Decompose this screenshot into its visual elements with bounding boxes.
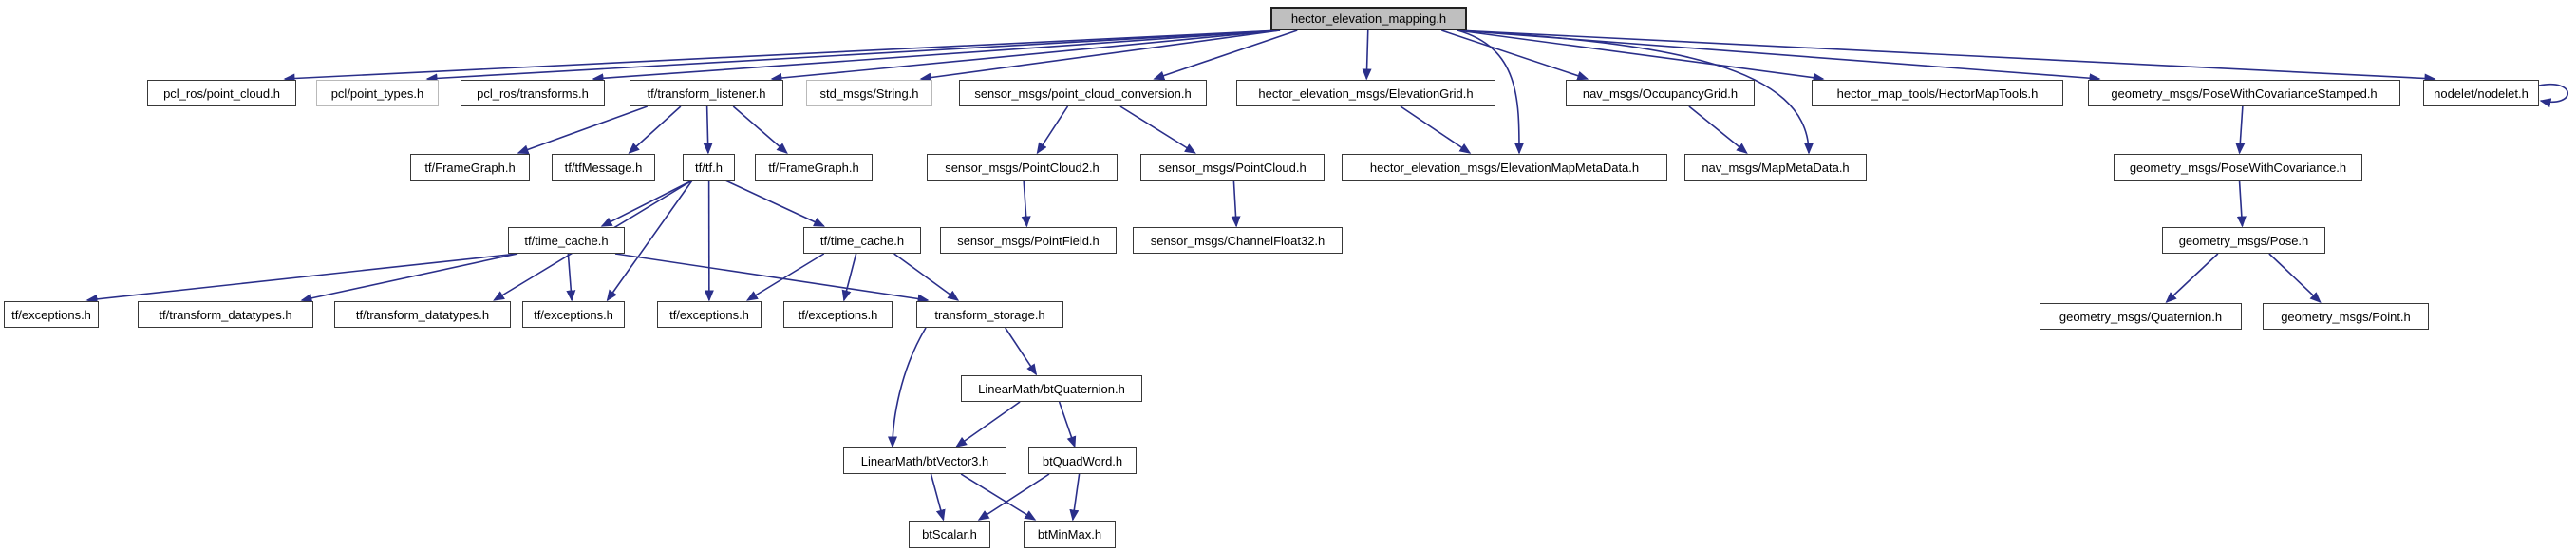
graph-node-pose[interactable]: geometry_msgs/Pose.h (2162, 227, 2325, 254)
graph-node-tf-tf[interactable]: tf/tf.h (683, 154, 735, 181)
graph-node-bt-quadword[interactable]: btQuadWord.h (1028, 447, 1137, 474)
graph-node-main: hector_elevation_mapping.h (1270, 7, 1467, 30)
graph-node-point-cloud[interactable]: sensor_msgs/PointCloud.h (1140, 154, 1325, 181)
include-edge-bt_quaternion-to-bt_quadword (1058, 401, 1077, 448)
include-edge-pose-to-point (2268, 253, 2322, 304)
include-edge-time_cache_a-to-storage (614, 253, 930, 304)
graph-node-point[interactable]: geometry_msgs/Point.h (2263, 303, 2429, 330)
graph-node-bt-quaternion[interactable]: LinearMath/btQuaternion.h (961, 375, 1142, 402)
graph-node-pc-conversion[interactable]: sensor_msgs/point_cloud_conversion.h (959, 80, 1207, 106)
graph-node-time-cache-a[interactable]: tf/time_cache.h (508, 227, 625, 254)
include-edge-tf_transform_listener-to-tf_message (628, 105, 682, 155)
graph-node-pcl-point-cloud[interactable]: pcl_ros/point_cloud.h (147, 80, 296, 106)
include-edge-main-to-elevation_map_meta (1457, 29, 1524, 155)
include-edge-pose_with_cov-to-pose (2236, 180, 2247, 228)
graph-node-exceptions-c[interactable]: tf/exceptions.h (657, 301, 762, 328)
include-edge-main-to-nodelet (1457, 29, 2436, 84)
include-edge-time_cache_a-to-datatypes_a (300, 253, 518, 303)
include-edge-point_cloud-to-channel_float32 (1231, 180, 1241, 228)
graph-node-exceptions-d[interactable]: tf/exceptions.h (783, 301, 893, 328)
include-edge-pc_conversion-to-point_cloud (1119, 105, 1196, 154)
graph-node-std-msgs-string[interactable]: std_msgs/String.h (806, 80, 932, 106)
include-edge-bt_quadword-to-bt_scalar (977, 473, 1050, 521)
include-edge-pose_with_cov_stamped-to-pose_with_cov (2235, 105, 2246, 155)
graph-node-bt-minmax[interactable]: btMinMax.h (1024, 521, 1116, 548)
graph-node-hector-map-tools[interactable]: hector_map_tools/HectorMapTools.h (1812, 80, 2063, 106)
graph-node-tf-transform-listener[interactable]: tf/transform_listener.h (630, 80, 783, 106)
include-edge-main-to-pcl_transforms (592, 29, 1281, 84)
include-edge-bt_quadword-to-bt_minmax (1069, 473, 1081, 522)
include-edge-main-to-tf_transform_listener (770, 29, 1281, 83)
graph-node-frame-graph-a[interactable]: tf/FrameGraph.h (410, 154, 530, 181)
graph-node-occupancy-grid[interactable]: nav_msgs/OccupancyGrid.h (1566, 80, 1755, 106)
include-edge-occupancy_grid-to-map_meta (1688, 105, 1748, 154)
include-edge-time_cache_b-to-storage (893, 253, 960, 301)
graph-node-map-meta[interactable]: nav_msgs/MapMetaData.h (1684, 154, 1867, 181)
graph-node-quaternion[interactable]: geometry_msgs/Quaternion.h (2040, 303, 2242, 330)
include-edge-time_cache_a-to-exceptions_a (85, 253, 518, 304)
graph-node-storage[interactable]: transform_storage.h (916, 301, 1063, 328)
include-edge-bt_vector3-to-bt_scalar (930, 473, 946, 522)
graph-node-point-cloud2[interactable]: sensor_msgs/PointCloud2.h (927, 154, 1118, 181)
include-edge-elevation_grid-to-elevation_map_meta (1400, 105, 1472, 154)
include-edge-tf_tf-to-time_cache_b (724, 180, 825, 227)
include-edge-bt_vector3-to-bt_minmax (960, 473, 1037, 521)
graph-node-time-cache-b[interactable]: tf/time_cache.h (803, 227, 921, 254)
graph-node-elevation-map-meta[interactable]: hector_elevation_msgs/ElevationMapMetaDa… (1342, 154, 1667, 181)
graph-node-bt-scalar[interactable]: btScalar.h (909, 521, 990, 548)
graph-node-exceptions-a[interactable]: tf/exceptions.h (4, 301, 99, 328)
graph-node-elevation-grid[interactable]: hector_elevation_msgs/ElevationGrid.h (1236, 80, 1495, 106)
include-edge-main-to-occupancy_grid (1440, 29, 1589, 81)
include-edge-main-to-pcl_point_types (425, 29, 1281, 84)
graph-node-datatypes-b[interactable]: tf/transform_datatypes.h (334, 301, 511, 328)
include-edge-main-to-elevation_grid (1362, 29, 1372, 81)
include-edge-time_cache_b-to-exceptions_d (841, 253, 857, 302)
graph-node-point-field[interactable]: sensor_msgs/PointField.h (940, 227, 1117, 254)
include-edge-storage-to-bt_vector3 (888, 327, 927, 448)
include-edge-pose-to-quaternion (2165, 253, 2219, 304)
graph-node-pcl-transforms[interactable]: pcl_ros/transforms.h (461, 80, 605, 106)
graph-node-pcl-point-types[interactable]: pcl/point_types.h (316, 80, 439, 106)
include-edge-bt_quaternion-to-bt_vector3 (955, 401, 1021, 447)
include-edge-main-to-pcl_point_cloud (283, 29, 1281, 84)
graph-node-exceptions-b[interactable]: tf/exceptions.h (522, 301, 625, 328)
include-edge-tf_transform_listener-to-frame_graph_a (517, 105, 649, 155)
graph-node-bt-vector3[interactable]: LinearMath/btVector3.h (843, 447, 1006, 474)
include-edge-main-to-hector_map_tools (1457, 29, 1825, 83)
include-edge-main-to-std_msgs_string (919, 29, 1281, 83)
graph-node-pose-with-cov[interactable]: geometry_msgs/PoseWithCovariance.h (2114, 154, 2362, 181)
graph-node-frame-graph-b[interactable]: tf/FrameGraph.h (755, 154, 873, 181)
include-edge-time_cache_b-to-exceptions_c (745, 253, 825, 301)
include-edge-main-to-map_meta (1457, 29, 1814, 155)
graph-node-channel-float32[interactable]: sensor_msgs/ChannelFloat32.h (1133, 227, 1343, 254)
include-edge-pc_conversion-to-point_cloud2 (1036, 105, 1069, 155)
include-edge-time_cache_a-to-exceptions_b (566, 253, 576, 302)
include-edge-main-to-pc_conversion (1153, 29, 1298, 81)
graph-node-tf-message[interactable]: tf/tfMessage.h (552, 154, 655, 181)
graph-node-nodelet[interactable]: nodelet/nodelet.h (2423, 80, 2539, 106)
graph-node-datatypes-a[interactable]: tf/transform_datatypes.h (138, 301, 313, 328)
include-edge-nodelet-to-nodelet (2538, 83, 2568, 108)
graph-node-pose-with-cov-stamped[interactable]: geometry_msgs/PoseWithCovarianceStamped.… (2088, 80, 2400, 106)
include-edge-tf_tf-to-exceptions_b (606, 180, 693, 302)
include-edge-tf_tf-to-time_cache_a (600, 180, 693, 227)
include-edge-tf_transform_listener-to-tf_tf (703, 105, 713, 155)
include-edge-storage-to-bt_quaternion (1005, 327, 1038, 376)
include-edge-point_cloud2-to-point_field (1021, 180, 1031, 228)
include-edge-tf_transform_listener-to-frame_graph_b (732, 105, 788, 154)
